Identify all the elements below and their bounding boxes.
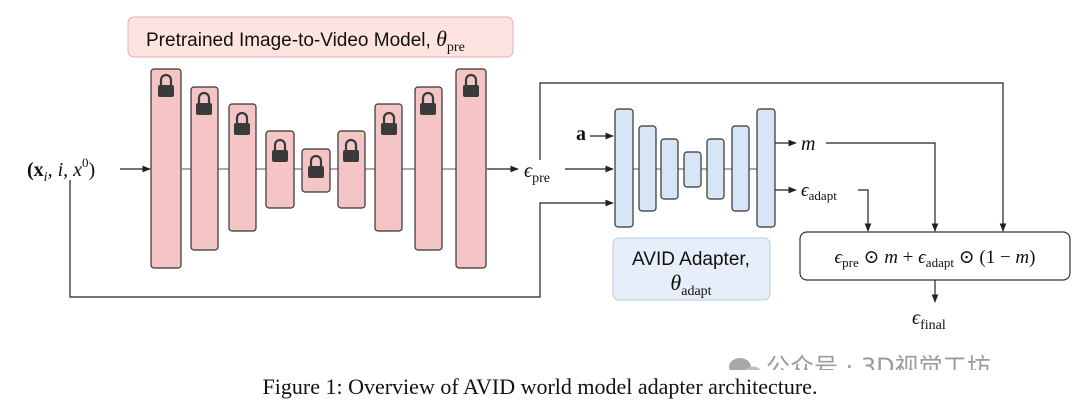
pretrained-label-box	[127, 16, 514, 58]
decoder-block-3	[414, 86, 443, 251]
encoder-block-3	[228, 103, 257, 232]
lock-icon	[272, 138, 288, 162]
figure-caption: Figure 1: Overview of AVID world model a…	[262, 374, 818, 399]
encoder-block-4	[265, 130, 295, 209]
decoder-block-4	[455, 68, 487, 269]
lock-icon	[463, 73, 479, 97]
architecture-diagram: Pretrained Image-to-Video Model, θpre	[27, 16, 1071, 370]
lock-icon	[234, 111, 250, 135]
watermark: 公众号 · 3D视觉工坊	[729, 353, 991, 370]
input-skip-line	[69, 180, 614, 298]
lock-icon	[308, 154, 324, 178]
combination-formula: ϵpre ⊙ m + ϵadapt ⊙ (1 − m)	[835, 247, 1036, 270]
adapter-block-6	[731, 125, 750, 212]
adapter-label-line1: AVID Adapter,	[632, 249, 750, 270]
eps-adapt-to-formula-line	[858, 189, 872, 232]
lock-icon	[196, 91, 212, 115]
eps-adapt-label: ϵadapt	[801, 180, 837, 203]
adapter-block-5	[706, 138, 725, 200]
adapter-block-2	[638, 125, 657, 212]
lock-icon	[420, 91, 436, 115]
input-label: (xi, i, x0)	[27, 155, 95, 185]
adapter-label-line2: θadapt	[670, 270, 711, 299]
adapter-block-1	[614, 108, 634, 228]
wechat-icon	[729, 358, 761, 370]
lock-icon	[343, 138, 359, 162]
avid-adapter-unet	[614, 108, 776, 228]
mask-label: m	[801, 133, 815, 155]
encoder-block-1	[150, 68, 182, 269]
decoder-block-2	[374, 103, 403, 232]
adapter-block-7	[756, 108, 776, 228]
lock-icon	[158, 73, 174, 97]
eps-pre-label: ϵpre	[524, 160, 550, 186]
eps-final-label: ϵfinal	[912, 307, 946, 333]
pretrained-unet	[150, 68, 487, 269]
lock-icon	[381, 111, 397, 135]
action-label: a	[576, 123, 586, 145]
adapter-block-4	[683, 151, 702, 188]
mask-to-formula-line	[826, 142, 939, 232]
lock-icons	[158, 73, 479, 178]
eps-pre-skip-line	[539, 82, 1007, 232]
watermark-text: 公众号 · 3D视觉工坊	[766, 353, 991, 370]
encoder-block-2	[190, 86, 219, 251]
adapter-block-3	[660, 138, 679, 200]
adapter-label-box	[612, 237, 771, 301]
pretrained-label: Pretrained Image-to-Video Model, θpre	[146, 26, 465, 55]
decoder-block-1	[337, 130, 366, 209]
